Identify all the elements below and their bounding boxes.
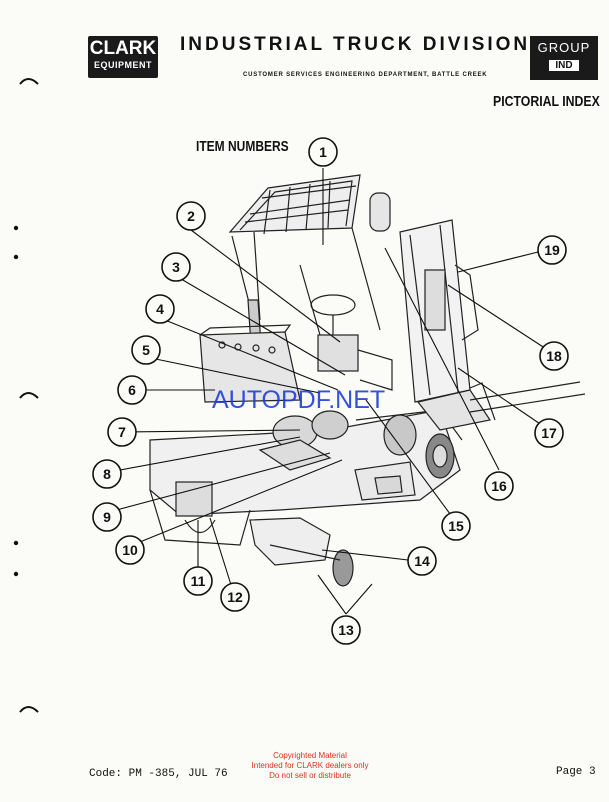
callout-4: 4 [145,294,175,324]
logo-brand: CLARK [89,38,157,59]
copyright-notice: Copyrighted Material Intended for CLARK … [230,751,390,781]
group-value: IND [549,60,579,71]
group-badge: GROUP IND [530,36,598,80]
binder-hole-marks [13,78,39,713]
logo-sub: EQUIPMENT [93,60,152,70]
callout-18: 18 [539,341,569,371]
division-title: INDUSTRIAL TRUCK DIVISION [180,34,531,55]
callout-18-label: 18 [546,348,562,364]
callout-10-label: 10 [122,542,138,558]
callout-15: 15 [441,511,471,541]
callout-group: 1 2 3 4 5 6 7 8 9 10 11 12 13 14 15 16 1… [92,137,569,645]
group-label: GROUP [537,40,591,55]
copyright-line-3: Do not sell or distribute [269,771,351,780]
callout-1-label: 1 [319,144,327,160]
callout-16: 16 [484,471,514,501]
callout-6: 6 [117,375,147,405]
callout-13-label: 13 [338,622,354,638]
callout-7-label: 7 [118,424,126,440]
callout-16-label: 16 [491,478,507,494]
callout-15-label: 15 [448,518,464,534]
copyright-line-2: Intended for CLARK dealers only [251,761,369,770]
page-number: Page 3 [556,766,596,778]
callout-2: 2 [176,201,206,231]
callout-19-label: 19 [544,242,560,258]
callout-10: 10 [115,535,145,565]
callout-4-label: 4 [156,301,164,317]
callout-1: 1 [308,137,338,167]
callout-8: 8 [92,459,122,489]
callout-5-label: 5 [142,342,150,358]
forklift-illustration [149,174,586,587]
callout-2-label: 2 [187,208,195,224]
callout-19: 19 [537,235,567,265]
callout-9-label: 9 [103,509,111,525]
callout-13: 13 [331,615,361,645]
callout-11: 11 [183,566,213,596]
callout-7: 7 [107,417,137,447]
leader-lines [108,168,555,615]
callout-14-label: 14 [414,553,430,569]
watermark-text: AUTOPDF.NET [212,386,386,414]
callout-14: 14 [407,546,437,576]
callout-12-label: 12 [227,589,243,605]
item-numbers-heading: ITEM NUMBERS [196,138,289,155]
section-title: PICTORIAL INDEX [493,93,600,110]
callout-8-label: 8 [103,466,111,482]
clark-equipment-logo: CLARK EQUIPMENT [88,36,158,78]
document-code: Code: PM -385, JUL 76 [89,768,228,780]
callout-3-label: 3 [172,259,180,275]
copyright-line-1: Copyrighted Material [273,751,347,760]
callout-6-label: 6 [128,382,136,398]
callout-11-label: 11 [191,573,206,589]
callout-3: 3 [161,252,191,282]
callout-9: 9 [92,502,122,532]
department-subtitle: CUSTOMER SERVICES ENGINEERING DEPARTMENT… [243,72,488,78]
callout-17: 17 [534,418,564,448]
callout-17-label: 17 [541,425,557,441]
callout-5: 5 [131,335,161,365]
callout-12: 12 [220,582,250,612]
